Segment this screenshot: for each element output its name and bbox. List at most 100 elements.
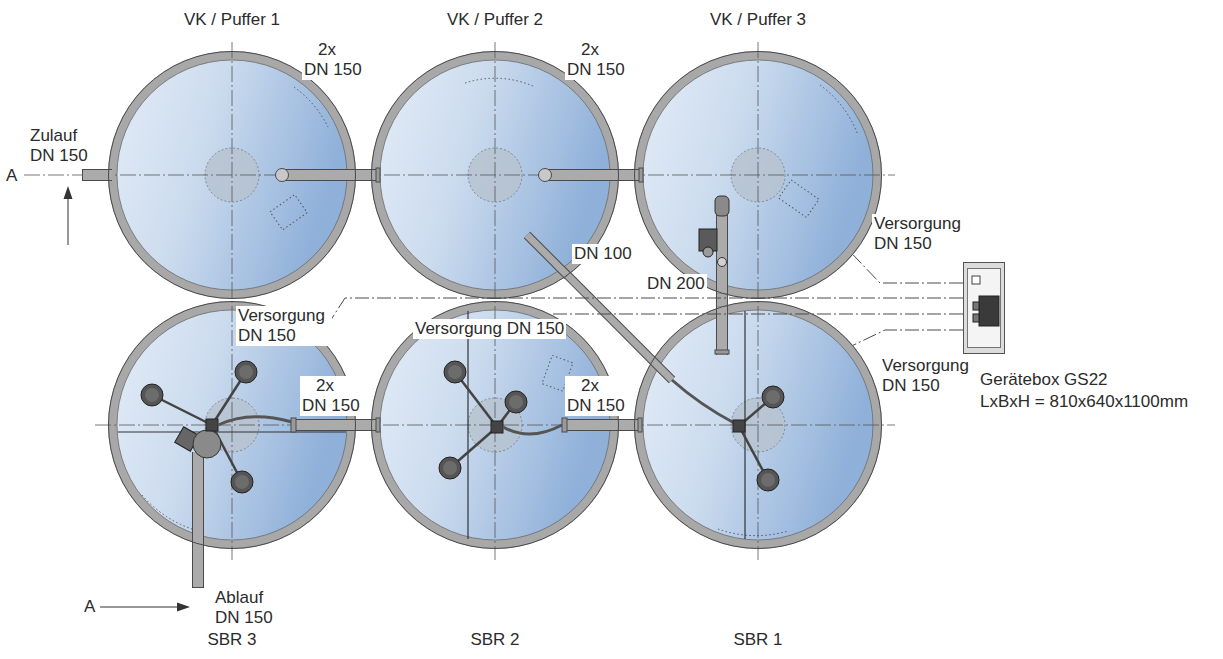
pipe-wall (619, 419, 634, 431)
outlet-pipe (193, 452, 203, 587)
section-arrow-head (177, 603, 190, 612)
pipe-stub (527, 235, 568, 276)
dotted-outline (779, 180, 819, 218)
supply-path (550, 313, 963, 314)
valve (718, 258, 727, 267)
diffuser-disc (444, 361, 466, 383)
box-label: LxBxH = 810x640x1100mm (980, 392, 1188, 412)
hose (218, 417, 292, 425)
pipe-elbow (539, 169, 552, 182)
centre-lines (24, 42, 895, 560)
pipe-wall (356, 169, 371, 181)
diffuser-disc (761, 473, 775, 487)
tank-label: VK / Puffer 2 (371, 10, 619, 30)
pipe-wall (568, 275, 653, 360)
pipe-label: DN 100 (572, 244, 634, 264)
pipe-stub (292, 420, 356, 430)
inlet-label: Zulauf DN 150 (30, 126, 92, 166)
section-arrow (100, 607, 178, 608)
diffuser-disc (239, 365, 253, 379)
dotted-outline (142, 495, 192, 529)
pipe-label-anchor: Versorgung DN 150 (413, 319, 566, 339)
dotted-outline (465, 78, 535, 87)
pipe-label: 2x DN 150 (565, 40, 629, 80)
dotted-outline (294, 87, 328, 127)
hub (491, 421, 503, 433)
pipe-coupling (376, 418, 380, 432)
pipe-stub (634, 419, 642, 431)
hose (503, 425, 562, 434)
diffuser-disc (766, 390, 780, 404)
riser-pipe (716, 212, 728, 294)
box-housing (964, 263, 1005, 354)
pipe-stub (527, 235, 568, 276)
tank-outline (634, 301, 882, 549)
pipe-coupling (715, 350, 729, 354)
outlet-pipe (192, 452, 204, 588)
tank-label: VK / Puffer 1 (108, 10, 356, 30)
pipe-label-anchor: DN 100 (572, 244, 634, 264)
pipe-stub (717, 306, 727, 355)
pipe-stub (371, 419, 380, 431)
pipe-stub (282, 169, 356, 181)
pipe-stub (652, 360, 672, 380)
pipe-connector (568, 275, 653, 360)
pipe-coupling (638, 418, 642, 432)
pipe-connector (356, 175, 371, 176)
centre-line (24, 175, 895, 176)
tank-rim (635, 52, 882, 299)
pipe-label: DN 200 (645, 274, 707, 294)
section-arrow (68, 198, 69, 245)
diffuser-disc (762, 386, 784, 408)
supply-path (853, 330, 963, 345)
tank-node: VK / Puffer 3 (634, 51, 882, 299)
pipe-label-anchor: DN 200 (645, 274, 707, 294)
tank-outline (108, 51, 356, 299)
pipe-stub (562, 420, 619, 430)
diffuser-disc (505, 391, 527, 413)
connector-block (973, 314, 979, 322)
diffuser-disc (448, 365, 462, 379)
switch (972, 276, 980, 284)
hub (206, 419, 218, 431)
supply-path (853, 255, 963, 283)
pipe-body (619, 420, 634, 430)
pipe-coupling (291, 418, 296, 432)
tank-node: SBR 1 (634, 301, 882, 549)
pipe-connector (356, 425, 371, 426)
box-label: Gerätebox GS22 (980, 370, 1108, 390)
box-drawing (963, 262, 1005, 354)
pipe-wall (356, 419, 371, 431)
hub (733, 420, 745, 432)
pipe-stub (562, 419, 619, 431)
pipe-body (356, 170, 371, 180)
diffuser-disc (141, 384, 163, 406)
tank-label: SBR 2 (371, 630, 619, 650)
supply-line (853, 330, 963, 345)
tank-rim (372, 302, 619, 549)
diffuser-disc (231, 471, 253, 493)
pipe-coupling (639, 168, 643, 182)
section-label: A (6, 166, 17, 186)
dotted-outline (718, 529, 788, 536)
pipe-body (568, 275, 653, 360)
pipe-coupling (562, 418, 567, 432)
diffuser-disc (439, 457, 461, 479)
pipe-connector (721, 294, 722, 307)
pipe-stub (292, 419, 356, 431)
diffuser-disc (235, 475, 249, 489)
decanter (193, 430, 221, 458)
tank-label: VK / Puffer 3 (634, 10, 882, 30)
pipe-stub (545, 170, 619, 180)
diffuser-disc (757, 469, 779, 491)
pipe-label-anchor: Versorgung DN 150 (872, 214, 968, 254)
compressor (979, 296, 999, 326)
pipe-stub (545, 169, 619, 181)
hose (672, 380, 736, 424)
outlet-label: Ablauf DN 150 (215, 588, 277, 628)
label-anchor: A (6, 166, 17, 186)
pipe-label: 2x DN 150 (302, 40, 366, 80)
diffuser-disc (235, 361, 257, 383)
pipe-label-anchor: 2x DN 150 (565, 376, 629, 416)
